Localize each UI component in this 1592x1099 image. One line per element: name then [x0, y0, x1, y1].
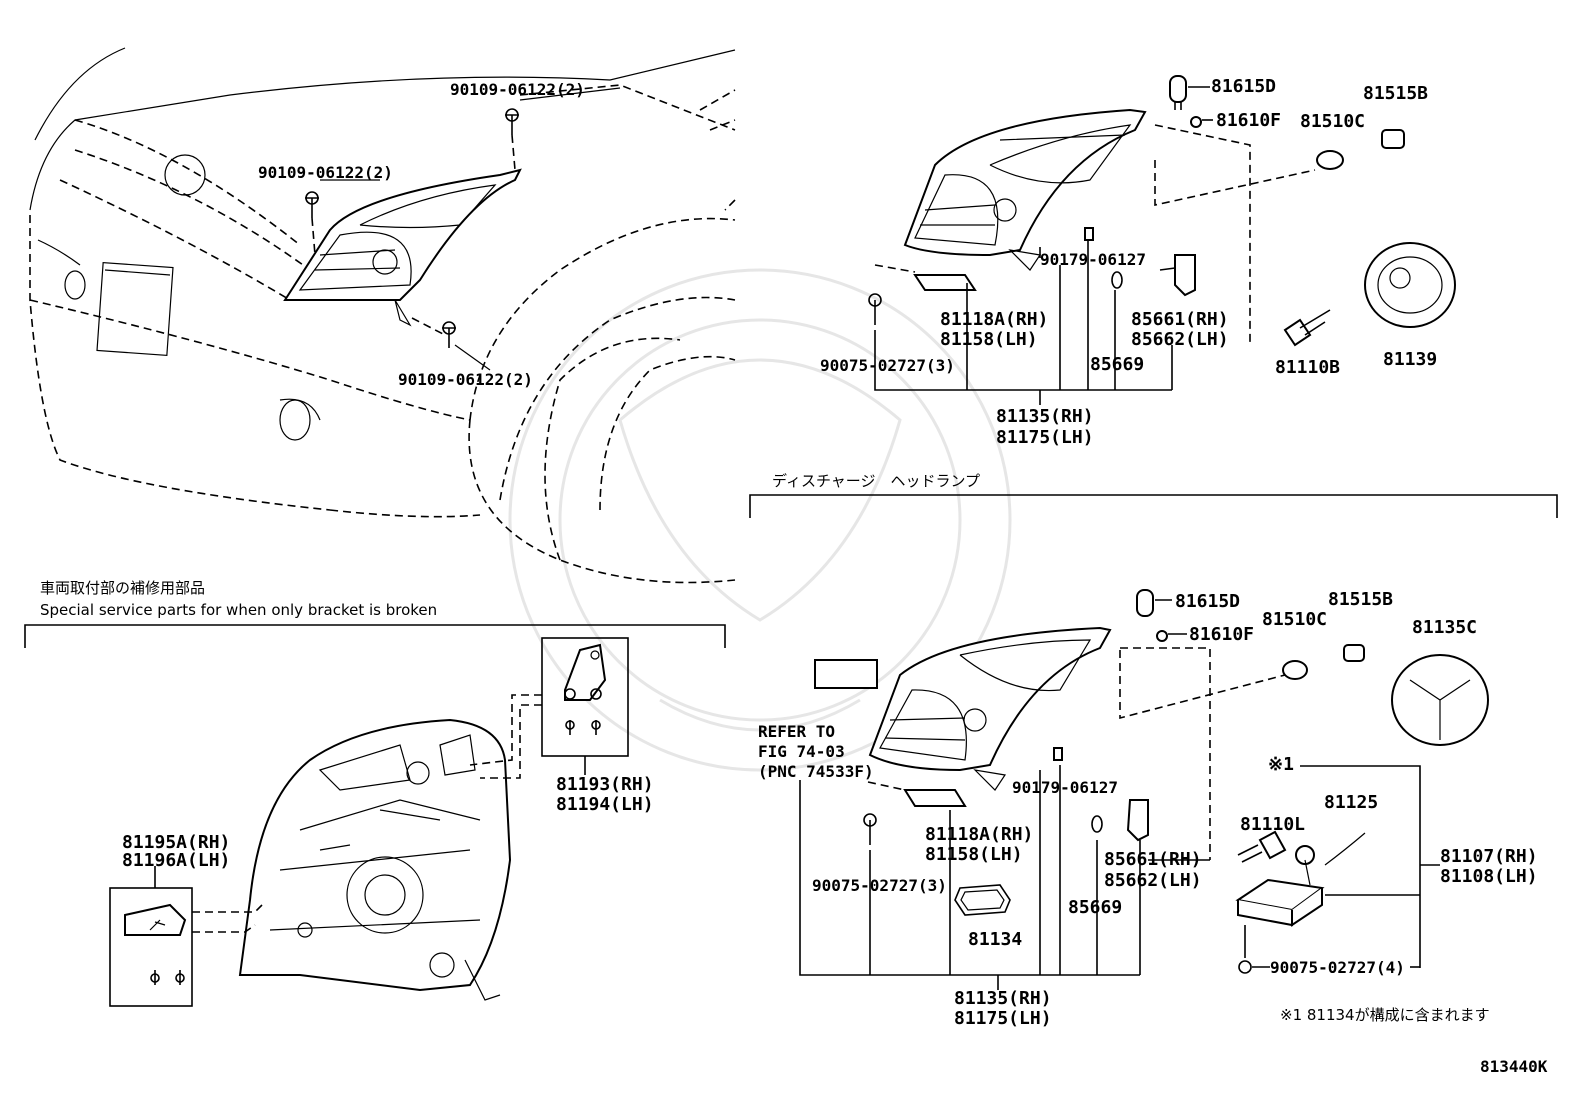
discharge-title: ディスチャージ ヘッドランプ	[772, 472, 980, 490]
label-81118A-b: 81118A(RH)	[925, 824, 1033, 845]
bulb-81110B	[1283, 309, 1331, 347]
vehicle-front-view: 90109-06122(2) 90109-06122(2) 90109-0612…	[29, 47, 736, 584]
refer-line-3: (PNC 74533F)	[758, 762, 874, 781]
label-85669-b: 85669	[1068, 897, 1122, 918]
label-81134: 81134	[968, 929, 1022, 950]
label-81125: 81125	[1324, 792, 1378, 813]
label-90075b: 90075-02727(4)	[1270, 958, 1405, 977]
label-81110L: 81110L	[1240, 814, 1305, 835]
label-81515B: 81515B	[1363, 83, 1428, 104]
label-81135-b: 81135(RH)	[954, 988, 1052, 1009]
footnote: ※1 81134が構成に含まれます	[1280, 1006, 1490, 1024]
bulb-81615D	[1169, 75, 1187, 110]
label-81118A: 81118A(RH)	[940, 309, 1048, 330]
bracket-title-jp: 車両取付部の補修用部品	[40, 579, 205, 597]
discharge-headlamp-section: ディスチャージ ヘッドランプ REFER TO FIG 74-03 (PNC 7…	[749, 472, 1558, 1029]
bracket-title-en: Special service parts for when only brac…	[40, 601, 437, 619]
label-90075a: 90075-02727(3)	[812, 876, 947, 895]
label-81195A: 81195A(RH)	[122, 832, 230, 853]
label-81615D: 81615D	[1211, 76, 1276, 97]
label-81196A: 81196A(LH)	[122, 850, 230, 871]
watermark-emblem	[508, 268, 1012, 772]
screw-label-bottom: 90109-06122(2)	[398, 370, 533, 389]
label-81158: 81158(LH)	[940, 329, 1038, 350]
label-81139: 81139	[1383, 349, 1437, 370]
mark-1: ※1	[1268, 754, 1294, 775]
label-81108: 81108(LH)	[1440, 866, 1538, 887]
label-90179: 90179-06127	[1040, 250, 1146, 269]
label-90179-b: 90179-06127	[1012, 778, 1118, 797]
label-85662-b: 85662(LH)	[1104, 870, 1202, 891]
label-81110B: 81110B	[1275, 357, 1340, 378]
label-81158-b: 81158(LH)	[925, 844, 1023, 865]
label-81107: 81107(RH)	[1440, 846, 1538, 867]
refer-line-2: FIG 74-03	[758, 742, 845, 761]
label-85669: 85669	[1090, 354, 1144, 375]
label-81515B-b: 81515B	[1328, 589, 1393, 610]
label-81610F: 81610F	[1216, 110, 1281, 131]
label-90075: 90075-02727(3)	[820, 356, 955, 375]
label-81175-b: 81175(LH)	[954, 1008, 1052, 1029]
label-85661: 85661(RH)	[1131, 309, 1229, 330]
refer-line-1: REFER TO	[758, 722, 835, 741]
label-81193: 81193(RH)	[556, 774, 654, 795]
label-81615D-b: 81615D	[1175, 591, 1240, 612]
label-81194: 81194(LH)	[556, 794, 654, 815]
label-85662: 85662(LH)	[1131, 329, 1229, 350]
screw-label-top: 90109-06122(2)	[450, 80, 585, 99]
label-81510C: 81510C	[1300, 111, 1365, 132]
label-81175: 81175(LH)	[996, 427, 1094, 448]
label-81610F-b: 81610F	[1189, 624, 1254, 645]
label-81510C-b: 81510C	[1262, 609, 1327, 630]
label-81135: 81135(RH)	[996, 406, 1094, 427]
label-85661-b: 85661(RH)	[1104, 849, 1202, 870]
screw-label-left: 90109-06122(2)	[258, 163, 393, 182]
figure-id: 813440K	[1480, 1057, 1548, 1076]
halogen-headlamp-assembly: 81615D 81610F 81510C 81515B 90179-06127 …	[820, 75, 1456, 448]
bracket-repair-section: 車両取付部の補修用部品 Special service parts for wh…	[24, 579, 726, 1007]
label-81135C: 81135C	[1412, 617, 1477, 638]
